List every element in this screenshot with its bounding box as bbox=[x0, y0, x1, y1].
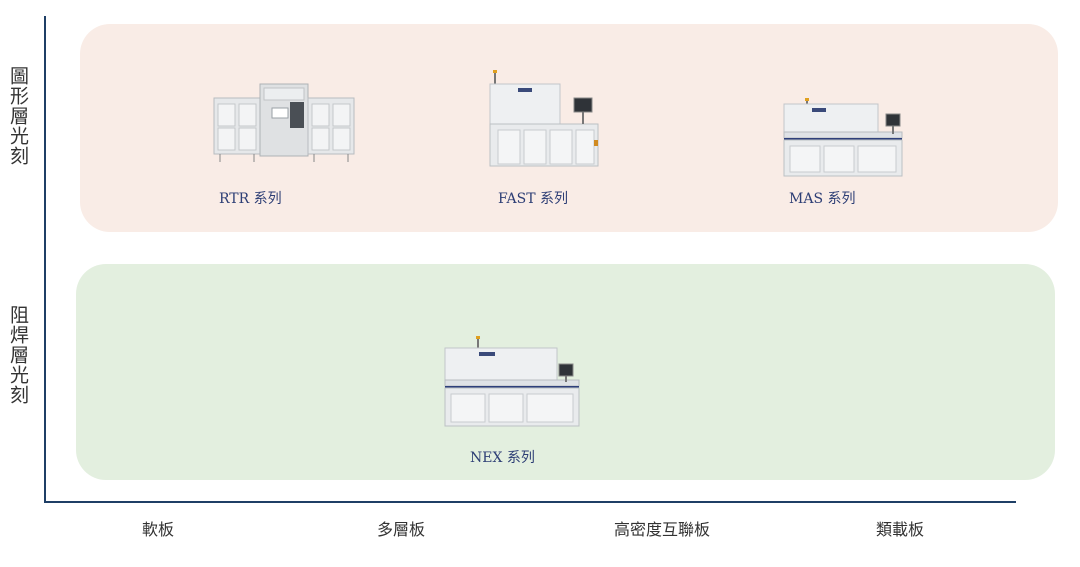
x-axis-line bbox=[44, 501, 1016, 503]
row-label-solder-mask-lithography: 阻焊層光刻 bbox=[7, 305, 29, 405]
x-category-flex-board: 軟板 bbox=[142, 520, 175, 539]
rtr-series-caption: RTR 系列 bbox=[219, 191, 282, 207]
y-axis-line bbox=[44, 16, 46, 503]
x-category-substrate-like-board: 類載板 bbox=[876, 520, 925, 539]
row-label-pattern-lithography: 圖形層光刻 bbox=[7, 66, 29, 166]
mas-machine-icon bbox=[782, 98, 906, 180]
fast-series-caption: FAST 系列 bbox=[498, 191, 568, 207]
x-category-hdi-board: 高密度互聯板 bbox=[614, 520, 711, 539]
x-category-multilayer-board: 多層板 bbox=[377, 520, 426, 539]
mas-series-caption: MAS 系列 bbox=[789, 191, 856, 207]
fast-machine-icon bbox=[488, 70, 608, 168]
nex-machine-icon bbox=[443, 336, 581, 428]
rtr-machine-icon bbox=[213, 80, 355, 166]
nex-series-caption: NEX 系列 bbox=[470, 450, 535, 466]
